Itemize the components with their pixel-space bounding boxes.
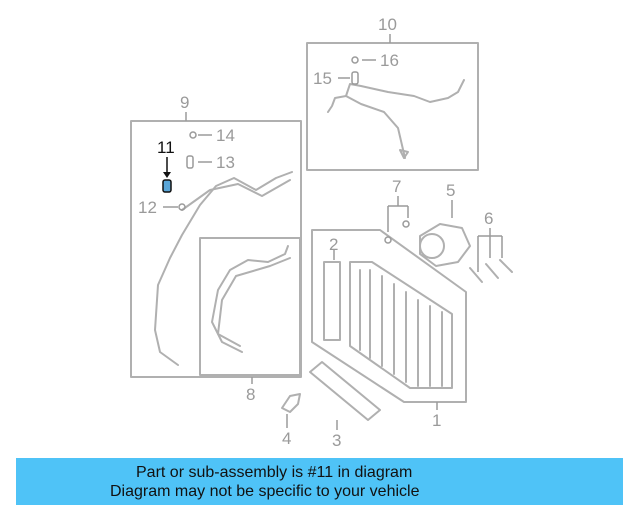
callout-10: 10 xyxy=(378,15,397,34)
arrow-head-11 xyxy=(163,172,171,178)
o-ring-icon-12 xyxy=(178,203,186,211)
discharge-hose-fitting xyxy=(399,149,409,159)
group-box-10 xyxy=(306,42,479,171)
callout-8: 8 xyxy=(246,385,255,404)
condenser-core xyxy=(349,261,453,389)
valve-icon-13 xyxy=(186,155,194,169)
discharge-hose-branch xyxy=(345,79,465,103)
callout-7: 7 xyxy=(392,177,401,196)
callout-4: 4 xyxy=(282,429,291,448)
callout-2: 2 xyxy=(329,235,338,254)
caption-disclaimer: Diagram may not be specific to your vehi… xyxy=(110,482,420,500)
group-box-8 xyxy=(199,237,301,376)
callout-1: 1 xyxy=(432,411,441,430)
callout-12: 12 xyxy=(138,198,157,217)
callout-11[interactable]: 11 xyxy=(157,138,175,157)
suction-line-inner xyxy=(217,257,291,347)
o-ring-icon-14 xyxy=(189,131,197,139)
receiver-drier xyxy=(323,261,341,341)
pressure-switch-11[interactable] xyxy=(162,157,172,193)
o-ring-icon-7a xyxy=(384,236,392,244)
pressure-switch-body xyxy=(162,179,172,193)
caption-banner: Part or sub-assembly is #11 in diagram D… xyxy=(16,458,623,505)
o-ring-icon-7b xyxy=(402,220,410,228)
bolts-6 xyxy=(469,259,513,283)
discharge-hose xyxy=(327,95,406,159)
leader-bracket-6 xyxy=(477,235,503,272)
seal-strip-3 xyxy=(309,361,381,421)
callout-9: 9 xyxy=(180,93,189,112)
liquid-line-return xyxy=(181,179,291,211)
compressor-5 xyxy=(419,223,471,267)
callout-15: 15 xyxy=(313,69,332,88)
callout-16: 16 xyxy=(380,51,399,70)
callout-3: 3 xyxy=(332,431,341,450)
liquid-line xyxy=(154,171,293,366)
compressor-pulley xyxy=(419,233,445,259)
bracket-4 xyxy=(281,393,301,413)
o-ring-icon-16 xyxy=(351,56,359,64)
valve-icon-15 xyxy=(351,71,359,85)
leader-bracket-7 xyxy=(387,205,409,232)
callout-13: 13 xyxy=(216,153,235,172)
condenser-fins xyxy=(359,269,443,387)
callout-14: 14 xyxy=(216,126,235,145)
caption-part-notice: Part or sub-assembly is #11 in diagram xyxy=(136,463,413,481)
callout-6: 6 xyxy=(484,209,493,228)
callout-5: 5 xyxy=(446,181,455,200)
condenser-box-1 xyxy=(311,229,467,403)
